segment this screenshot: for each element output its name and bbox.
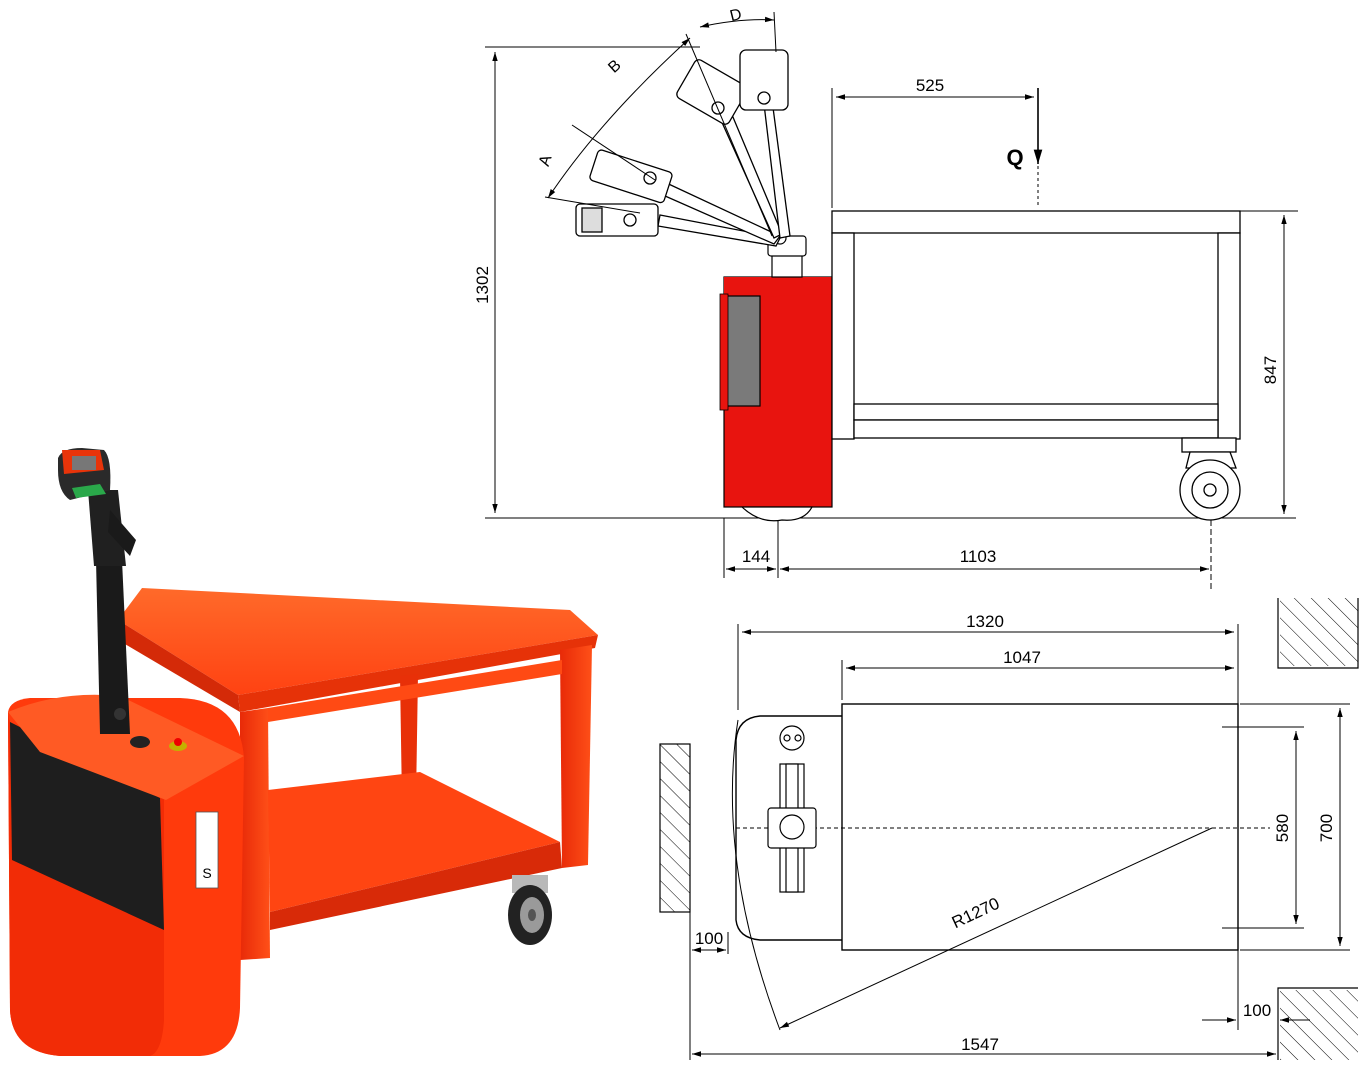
cart-side-frame bbox=[831, 210, 1241, 440]
angle-label-a: A bbox=[536, 153, 556, 169]
product-photo: S bbox=[8, 448, 598, 1056]
side-view-drawing: 1302 bbox=[473, 6, 1298, 590]
tiller-positions bbox=[575, 49, 791, 247]
green-control-icon bbox=[72, 484, 106, 498]
top-platform bbox=[841, 703, 1239, 951]
dim-overall-height: 1302 bbox=[473, 266, 492, 304]
dim-overall-length: 1320 bbox=[966, 612, 1004, 631]
top-view-drawing: 1320 1047 580 700 R1270 100 100 1547 bbox=[659, 598, 1359, 1060]
tug-body: S bbox=[8, 694, 244, 1056]
panel-label: S bbox=[202, 865, 211, 881]
cart-lower-shelf bbox=[268, 772, 560, 912]
dim-platform-length: 1047 bbox=[1003, 648, 1041, 667]
cart-leg-front-right bbox=[560, 645, 592, 868]
dim-wheelbase: 1103 bbox=[960, 547, 997, 566]
top-tiller-icon bbox=[767, 725, 817, 893]
tug-side-panel bbox=[725, 295, 761, 407]
angle-label-d: D bbox=[728, 6, 743, 25]
caster-side-icon bbox=[1179, 437, 1241, 521]
drive-wheel-icon bbox=[740, 506, 814, 522]
tug-label-plate bbox=[195, 811, 219, 889]
dim-wall-clearance-left: 100 bbox=[695, 929, 723, 948]
angle-label-b: B bbox=[605, 57, 624, 77]
tiller-handle-icon bbox=[58, 448, 136, 734]
caster-wheel-icon bbox=[508, 875, 552, 945]
dim-wall-clearance-right: 100 bbox=[1243, 1001, 1271, 1020]
dim-platform-width: 580 bbox=[1273, 814, 1292, 842]
cart-platform-top bbox=[118, 588, 598, 695]
wall-hatch-icon bbox=[659, 743, 691, 913]
dim-load-offset: 525 bbox=[916, 76, 944, 95]
dim-overall-width: 700 bbox=[1317, 814, 1336, 842]
dim-front-offset: 144 bbox=[742, 547, 770, 566]
load-label: Q bbox=[1006, 145, 1023, 170]
key-switch-icon bbox=[130, 736, 150, 748]
dim-platform-height: 847 bbox=[1261, 356, 1280, 384]
tug-black-panel bbox=[10, 722, 164, 930]
cart-leg-front-left bbox=[240, 708, 270, 960]
dim-aisle-length: 1547 bbox=[961, 1035, 999, 1054]
